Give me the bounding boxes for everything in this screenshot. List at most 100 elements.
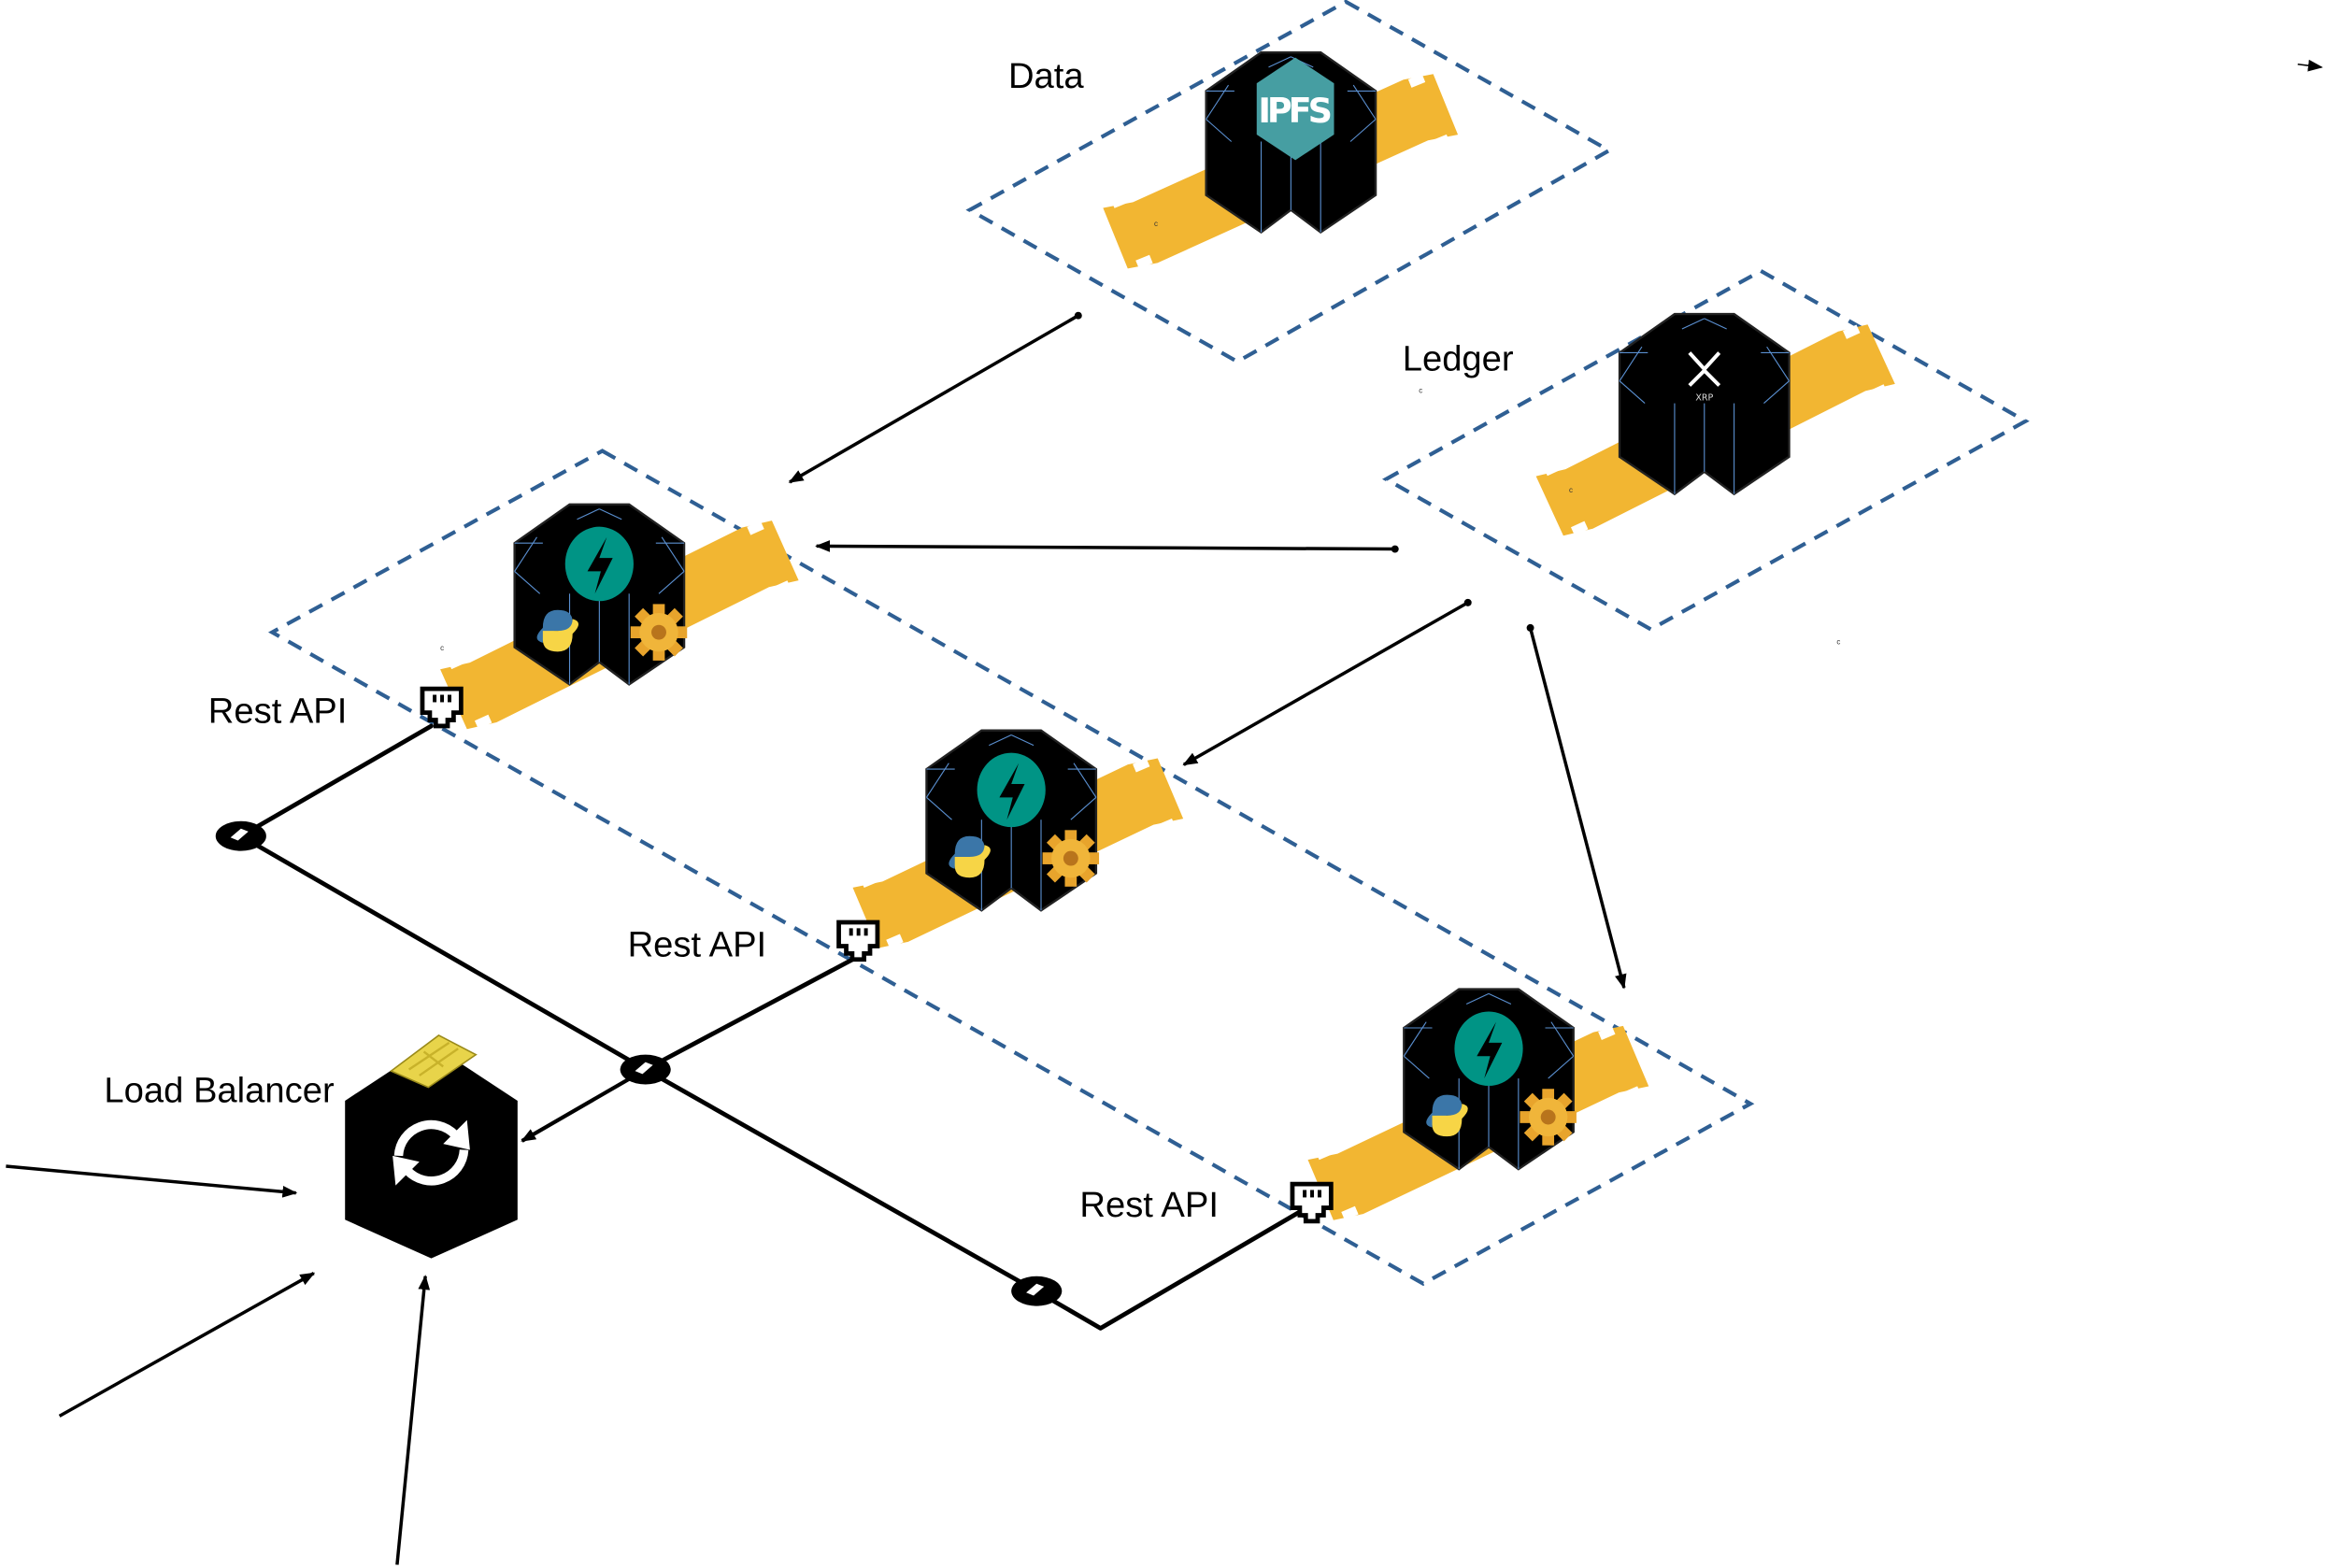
- label-rest-api-2: Rest API: [628, 925, 767, 965]
- servers: IPFS XRP: [345, 50, 1791, 1259]
- band-notch: [474, 714, 492, 730]
- xrp-logo-text: XRP: [1695, 392, 1713, 403]
- lock-icon: [635, 1062, 653, 1075]
- band-notch: [1843, 324, 1861, 339]
- sync-arrowhead: [443, 1119, 470, 1150]
- band-notch: [1110, 193, 1129, 208]
- wire-api-3: [643, 1067, 1315, 1331]
- gear-hole: [651, 624, 666, 640]
- server-edge: [1403, 1055, 1430, 1079]
- gear-hole: [1540, 1109, 1556, 1125]
- stray-mark: c: [440, 644, 444, 652]
- server-edge: [1619, 346, 1643, 382]
- arrow-tail-dot: [1526, 623, 1534, 632]
- server-edge: [599, 508, 622, 520]
- port-outline: [1290, 1181, 1334, 1224]
- load-balancer-body: [345, 1063, 518, 1259]
- server-edge: [1619, 380, 1646, 405]
- band-notch: [747, 520, 764, 535]
- port-pin: [433, 694, 437, 703]
- band-notch: [1341, 1205, 1359, 1220]
- port-pin: [856, 928, 861, 936]
- wire-api-1: [238, 723, 649, 1072]
- band-notch: [1133, 758, 1150, 773]
- server-edge: [1070, 796, 1097, 820]
- sync-arrows-icon-lower: [404, 1149, 469, 1186]
- server-edge: [1548, 1055, 1575, 1079]
- python-icon-yellow: [954, 845, 991, 878]
- port-pin: [440, 694, 445, 703]
- incoming-arrow-left: [6, 1164, 298, 1198]
- port-outline: [420, 686, 464, 729]
- server-edge: [1268, 56, 1291, 68]
- band-notch: [1158, 818, 1176, 833]
- label-ledger: Ledger: [1403, 339, 1514, 379]
- band-notch: [1135, 254, 1153, 269]
- lock-node: [1011, 1276, 1063, 1306]
- incoming-arrow-bottom: [395, 1275, 431, 1565]
- band-notch: [1315, 1146, 1334, 1161]
- ipfs-server: IPFS: [1205, 50, 1377, 235]
- label-rest-api-1: Rest API: [208, 691, 348, 732]
- port-pin: [863, 928, 868, 936]
- lock-nodes: [215, 820, 1063, 1306]
- port-pin: [1310, 1190, 1315, 1198]
- ipfs-logo-icon: [1256, 57, 1334, 161]
- api-zone: [267, 449, 1755, 1287]
- server-edge: [926, 796, 952, 820]
- lock-node: [620, 1054, 671, 1085]
- api-server: [925, 729, 1100, 912]
- stray-arrow: [2297, 59, 2323, 72]
- port-pin: [1318, 1190, 1321, 1198]
- api-server: [513, 503, 688, 686]
- label-load-balancer: Load Balancer: [104, 1071, 335, 1111]
- bolt-glyph: [999, 763, 1025, 820]
- sync-arrows-icon: [393, 1119, 459, 1157]
- server-edge: [658, 571, 685, 594]
- port-pin: [1303, 1190, 1307, 1198]
- python-icon: [536, 609, 573, 643]
- server-edge: [1488, 992, 1512, 1005]
- band-notch: [1598, 1025, 1616, 1040]
- arrow-to-load-balancer: [521, 1067, 647, 1143]
- server-edge: [514, 571, 541, 594]
- band-notch: [860, 874, 878, 889]
- ethernet-port-icon: [836, 919, 880, 962]
- band-notch: [448, 654, 465, 670]
- ledger-server: XRP: [1618, 312, 1791, 496]
- stray-mark: c: [1154, 220, 1158, 228]
- band-notch: [1623, 1086, 1641, 1101]
- gear-hole: [1063, 850, 1078, 866]
- server-edge: [1465, 992, 1490, 1005]
- band-notch: [886, 934, 904, 948]
- python-icon-yellow: [1432, 1104, 1468, 1137]
- band-notch: [1407, 74, 1426, 88]
- server-edge: [1766, 346, 1790, 382]
- server-edge: [1763, 380, 1790, 405]
- band-notch: [773, 580, 792, 595]
- python-icon-yellow: [542, 619, 579, 652]
- port-outline: [836, 919, 880, 962]
- chip-circuit: [407, 1041, 459, 1076]
- server-edge: [577, 508, 600, 520]
- sync-arrowhead-lower: [392, 1155, 420, 1186]
- arrow-ledger-to-api-2: [1182, 601, 1469, 766]
- incoming-arrow-bottom-left: [58, 1272, 316, 1418]
- stray-mark: c: [1419, 386, 1422, 394]
- chip-icon: [389, 1034, 478, 1089]
- python-icon: [1426, 1094, 1463, 1128]
- stray-mark: c: [1569, 486, 1573, 494]
- server-edge: [1073, 763, 1097, 798]
- xrp-logo-icon: [1688, 351, 1721, 387]
- server-edge: [1403, 1021, 1427, 1057]
- stray-mark: c: [1836, 637, 1840, 646]
- server-edge: [1550, 1021, 1575, 1057]
- server-edge: [1206, 84, 1229, 120]
- server-edge: [1206, 119, 1233, 142]
- gear-icon: [630, 604, 688, 661]
- server-edge: [1352, 84, 1377, 120]
- bolt-glyph: [1477, 1021, 1503, 1079]
- api-server: [1403, 988, 1577, 1171]
- wire-api-2: [643, 954, 861, 1072]
- server-edge: [1681, 318, 1705, 330]
